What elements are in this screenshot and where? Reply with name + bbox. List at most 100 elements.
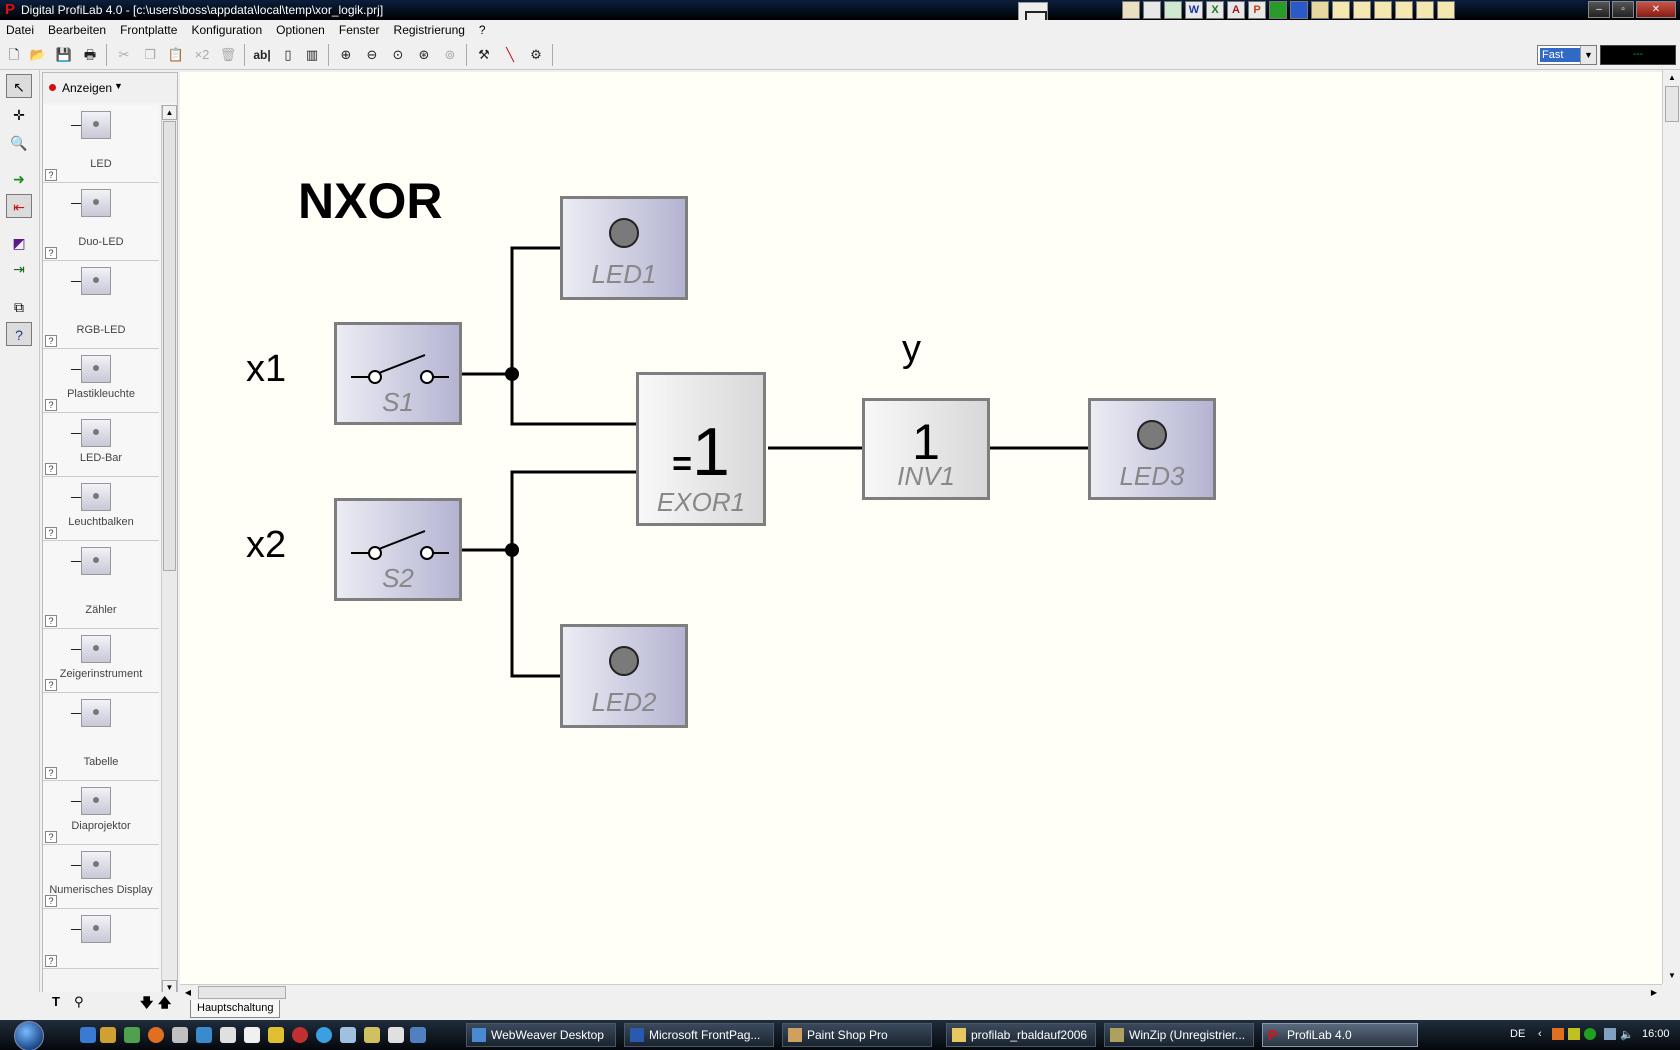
folder-shortcut-icon-3[interactable] <box>1374 1 1392 19</box>
xor-gate-exor1[interactable]: =1 EXOR1 <box>636 372 766 526</box>
quicklaunch-icon[interactable] <box>388 1027 404 1043</box>
magnifier-icon[interactable]: 🔍 <box>10 135 28 151</box>
zoom-fit-icon[interactable]: ⊛ <box>418 47 430 62</box>
scroll-up-arrow-icon[interactable]: ▲ <box>162 105 177 120</box>
component-item[interactable]: Duo-LED? <box>43 183 159 261</box>
switch-view-icon[interactable]: ⧉ <box>14 299 24 315</box>
settings-shortcut-icon[interactable] <box>1311 1 1329 19</box>
speed-select[interactable]: Fast ▼ <box>1537 45 1597 65</box>
task-webweaver[interactable]: WebWeaver Desktop <box>466 1023 616 1047</box>
component-item[interactable]: Numerisches Display? <box>43 845 159 909</box>
folder-shortcut-icon-4[interactable] <box>1395 1 1413 19</box>
tray-app-icon[interactable] <box>1552 1028 1564 1040</box>
inverter-inv1[interactable]: 1 INV1 <box>862 398 990 500</box>
hi-lo-icon[interactable]: ◩ <box>12 235 26 251</box>
switch-s2[interactable]: S2 <box>334 498 462 601</box>
tray-app-icon[interactable] <box>1568 1028 1580 1040</box>
browser-icon[interactable] <box>148 1027 164 1043</box>
chevron-down-icon[interactable]: ▼ <box>1580 46 1596 64</box>
task-frontpage[interactable]: Microsoft FrontPag... <box>624 1023 774 1047</box>
help-icon[interactable]: ? <box>45 615 57 627</box>
component-item[interactable]: Tabelle? <box>43 693 159 781</box>
component-item[interactable]: ? <box>43 909 159 969</box>
import-icon[interactable]: ⇥ <box>13 261 25 277</box>
panel-header[interactable]: Anzeigen ▼ <box>43 73 177 103</box>
word-icon[interactable]: W <box>1185 1 1203 19</box>
select-pointer-icon[interactable]: ↖ <box>6 74 32 98</box>
scroll-thumb[interactable] <box>198 986 286 999</box>
save-icon[interactable]: 💾 <box>55 47 73 62</box>
quicklaunch-icon[interactable] <box>340 1027 356 1043</box>
component-item[interactable]: LED-Bar? <box>43 413 159 477</box>
component-item[interactable]: Diaprojektor? <box>43 781 159 845</box>
copy-icon[interactable]: ❐ <box>144 47 156 62</box>
quicklaunch-icon[interactable] <box>196 1027 212 1043</box>
component-item[interactable]: RGB-LED? <box>43 261 159 349</box>
help-icon[interactable]: ? <box>45 335 57 347</box>
green-app-icon[interactable] <box>1269 1 1287 19</box>
clock[interactable]: 16:00 <box>1642 1028 1670 1040</box>
text-tool-icon[interactable]: T <box>52 994 60 1009</box>
quicklaunch-icon[interactable] <box>364 1027 380 1043</box>
quicklaunch-icon[interactable] <box>172 1027 188 1043</box>
stop-arrow-icon[interactable]: ⇤ <box>6 194 32 218</box>
wire-tool-icon[interactable]: ╲ <box>506 47 514 62</box>
menu-help[interactable]: ? <box>478 23 486 37</box>
scroll-up-arrow-icon[interactable]: ▲ <box>1664 70 1680 86</box>
crosshair-icon[interactable]: ✛ <box>13 107 25 123</box>
frontpanel-icon[interactable]: ▥ <box>305 47 319 62</box>
scroll-right-arrow-icon[interactable]: ▶ <box>1650 988 1658 997</box>
scroll-left-arrow-icon[interactable]: ◀ <box>184 988 192 997</box>
panel-scrollbar[interactable]: ▲ ▼ <box>161 105 177 995</box>
folder-shortcut-icon-6[interactable] <box>1437 1 1455 19</box>
task-paintshop[interactable]: Paint Shop Pro <box>782 1023 932 1047</box>
language-indicator[interactable]: DE <box>1510 1028 1526 1040</box>
page-icon[interactable]: ▯ <box>284 47 292 62</box>
tab-hauptschaltung[interactable]: Hauptschaltung <box>190 1000 281 1018</box>
tray-app-icon[interactable] <box>1584 1028 1596 1040</box>
binoculars-icon[interactable]: ⚲ <box>74 994 84 1009</box>
duplicate-icon[interactable]: ×2 <box>194 47 210 62</box>
led-led3[interactable]: LED3 <box>1088 398 1216 500</box>
app-shortcut-icon[interactable] <box>1122 1 1140 19</box>
zoom-in-icon[interactable]: ⊕ <box>340 47 352 62</box>
menu-datei[interactable]: Datei <box>6 23 35 37</box>
help-icon[interactable]: ? <box>45 527 57 539</box>
paste-icon[interactable]: 📋 <box>167 47 185 62</box>
quicklaunch-icon[interactable] <box>292 1027 308 1043</box>
menu-registrierung[interactable]: Registrierung <box>393 23 465 37</box>
maximize-button[interactable]: ▫ <box>1612 1 1634 18</box>
delete-icon[interactable]: 🗑 <box>219 47 237 62</box>
help-icon[interactable]: ? <box>45 399 57 411</box>
canvas-vertical-scrollbar[interactable]: ▲ ▼ <box>1662 70 1680 984</box>
quicklaunch-icon[interactable] <box>124 1027 140 1043</box>
network-icon[interactable] <box>1604 1028 1616 1040</box>
led-led1[interactable]: LED1 <box>560 196 688 300</box>
led-led2[interactable]: LED2 <box>560 624 688 728</box>
help-icon[interactable]: ? <box>45 463 57 475</box>
folder-shortcut-icon-5[interactable] <box>1416 1 1434 19</box>
folder-shortcut-icon-1[interactable] <box>1332 1 1350 19</box>
move-up-icon[interactable]: 🡅 <box>158 995 172 1010</box>
chart-shortcut-icon[interactable] <box>1164 1 1182 19</box>
component-item[interactable]: Zeigerinstrument? <box>43 629 159 693</box>
quicklaunch-icon[interactable] <box>244 1027 260 1043</box>
component-item[interactable]: Leuchtbalken? <box>43 477 159 541</box>
canvas-horizontal-scrollbar[interactable]: ◀ ▶ <box>180 984 1662 1000</box>
zoom-page-icon[interactable]: ⊚ <box>444 47 456 62</box>
scroll-thumb[interactable] <box>1665 86 1679 122</box>
close-button[interactable]: ✕ <box>1636 1 1676 18</box>
menu-bearbeiten[interactable]: Bearbeiten <box>48 23 107 37</box>
tools-icon[interactable]: ⚒ <box>478 47 490 62</box>
help-icon[interactable]: ? <box>45 895 57 907</box>
help-icon[interactable]: ? <box>45 169 57 181</box>
quicklaunch-icon[interactable] <box>410 1027 426 1043</box>
switch-s1[interactable]: S1 <box>334 322 462 425</box>
zoom-normal-icon[interactable]: ⊙ <box>392 47 404 62</box>
quicklaunch-icon[interactable] <box>268 1027 284 1043</box>
start-button[interactable] <box>6 1020 50 1050</box>
run-arrow-icon[interactable]: ➜ <box>13 171 25 187</box>
blue-app-icon[interactable] <box>1290 1 1308 19</box>
menu-frontplatte[interactable]: Frontplatte <box>120 23 178 37</box>
folder-shortcut-icon-2[interactable] <box>1353 1 1371 19</box>
